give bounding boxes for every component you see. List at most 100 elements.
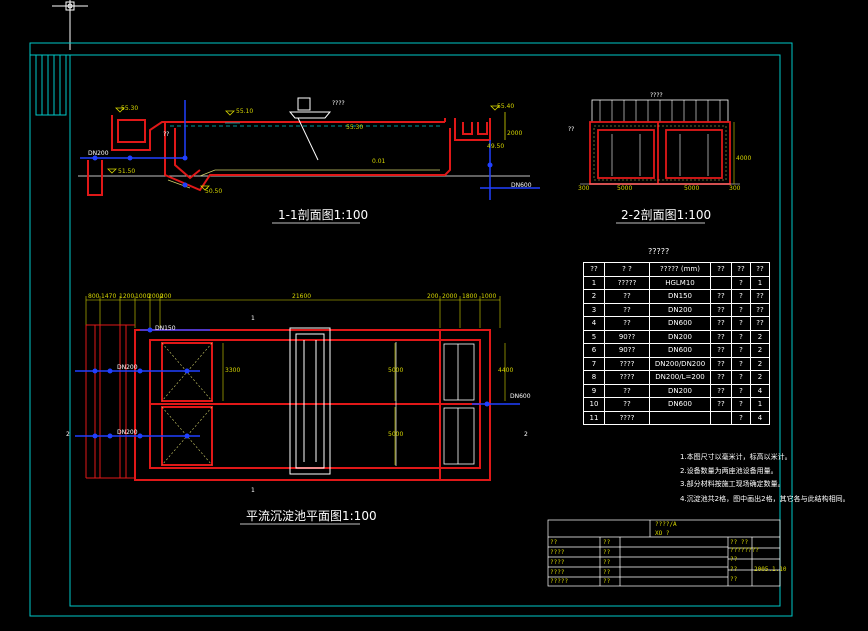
table-row: 1?????HGLM10?1 (583, 275, 770, 290)
ucs-crosshair-icon (52, 0, 88, 50)
pipe-label: DN200 (117, 364, 138, 371)
dim-label: 5000 (388, 431, 403, 438)
cell: ???? (604, 410, 650, 425)
dim-label: 2000 (148, 293, 163, 300)
scraper-label: ???? (332, 100, 345, 107)
cell: 90?? (604, 343, 650, 358)
dim-label: 200 (427, 293, 439, 300)
cell: 10 (583, 397, 605, 412)
cell: 1 (583, 275, 605, 290)
tb-sheet: ?? (730, 576, 738, 583)
section-mark: 1 (251, 487, 255, 494)
table-row: 4??DN600????? (583, 316, 770, 331)
elev-label: 49.50 (487, 143, 504, 150)
cell: DN200 (649, 383, 711, 398)
cell: 11 (583, 410, 605, 425)
equipment-table: ?? ? ? ????? (mm) ?? ?? ?? 1?????HGLM10?… (583, 262, 770, 425)
cell: DN200 (649, 329, 711, 344)
tb-mid-label: ?? (603, 539, 611, 546)
cell: 4 (583, 316, 605, 331)
section-1-1-drawing (78, 97, 540, 200)
dim-label: 2000 (442, 293, 457, 300)
cell: ? (731, 275, 751, 290)
dim-label: 4400 (498, 367, 513, 374)
cell: ? (731, 383, 751, 398)
binding-margin-grid (35, 54, 67, 116)
dim-label: 200 (160, 293, 172, 300)
cell: DN600 (649, 316, 711, 331)
cell: DN600 (649, 397, 711, 412)
cell: ?? (710, 329, 732, 344)
dim-label: 2000 (507, 130, 522, 137)
cell: 2 (583, 289, 605, 304)
cell: DN150 (649, 289, 711, 304)
cell: ? (731, 410, 751, 425)
dim-label: 300 (729, 185, 741, 192)
section-1-1-labels: 55.30 55.10 ???? 55.30 55.40 DN200 0.01 … (88, 100, 532, 195)
cell: ?? (750, 302, 770, 317)
cell: 1 (750, 275, 770, 290)
cell: 3 (583, 302, 605, 317)
tb-mid-label: ?? (603, 578, 611, 585)
tb-left-label: ???? (550, 549, 565, 556)
cell: 90?? (604, 329, 650, 344)
col-header: ?? (583, 262, 605, 277)
table-row: 2??DN150????? (583, 289, 770, 304)
cell: 7 (583, 356, 605, 371)
dim-label: 5000 (388, 367, 403, 374)
section-2-2-labels: ???? ?? 4000 5000 5000 300 300 (568, 92, 751, 192)
dim-label: 21600 (292, 293, 311, 300)
tb-date: 2005.1.10 (754, 566, 787, 573)
cell: 8 (583, 370, 605, 385)
cell: 2 (750, 370, 770, 385)
dim-label: 1470 (101, 293, 116, 300)
pipe-label: DN200 (88, 150, 109, 157)
plan-view-title: 平流沉淀池平面图1:100 (246, 509, 377, 523)
cell: DN200/DN200 (649, 356, 711, 371)
dim-label: 1800 (462, 293, 477, 300)
dim-label: 1000 (135, 293, 150, 300)
cell: ? (731, 316, 751, 331)
dim-label: 1200 (119, 293, 134, 300)
dim-label: 1000 (481, 293, 496, 300)
pipe-label: DN600 (510, 393, 531, 400)
cell: 1 (750, 397, 770, 412)
note-label: ?? (568, 126, 574, 133)
cell: 4 (750, 383, 770, 398)
dim-label: 300 (578, 185, 590, 192)
cell: ?? (710, 383, 732, 398)
col-header: ?? (710, 262, 732, 277)
note-line: 4.沉淀池共2格，图中画出2格，其它各与此结构相同。 (680, 495, 850, 503)
tb-mid-label: ?? (603, 569, 611, 576)
table-row: 3??DN200????? (583, 302, 770, 317)
cell: ?? (604, 316, 650, 331)
pipe-label: DN200 (117, 429, 138, 436)
dim-label: 4000 (736, 155, 751, 162)
col-header: ????? (mm) (649, 262, 711, 277)
elev-label: 51.50 (118, 168, 135, 175)
cell: ????? (604, 275, 650, 290)
col-header: ? ? (604, 262, 650, 277)
section-mark: 2 (524, 431, 528, 438)
dim-label: 5000 (617, 185, 632, 192)
cell: ? (731, 397, 751, 412)
tb-mid-label: ?? (603, 559, 611, 566)
section-2-2-title: 2-2剖面图1:100 (621, 208, 711, 222)
tb-right-label: ?? ?? (730, 539, 749, 546)
note-line: 3.部分材料按施工现场确定数量。 (680, 480, 785, 488)
dim-label: 5000 (684, 185, 699, 192)
slope-label: 0.01 (372, 158, 386, 165)
section-mark: 2 (66, 431, 70, 438)
cell: ?? (710, 343, 732, 358)
elev-label: 55.30 (121, 105, 138, 112)
cell: ?? (710, 370, 732, 385)
tb-project: ????/A (655, 521, 677, 528)
table-row: 9??DN200???4 (583, 383, 770, 398)
tb-left-label: ????? (550, 578, 569, 585)
tb-right-label: ?? (730, 566, 738, 573)
cell (649, 410, 711, 425)
cell: ? (731, 356, 751, 371)
pipe-label: DN150 (155, 325, 176, 332)
cell: 9 (583, 383, 605, 398)
